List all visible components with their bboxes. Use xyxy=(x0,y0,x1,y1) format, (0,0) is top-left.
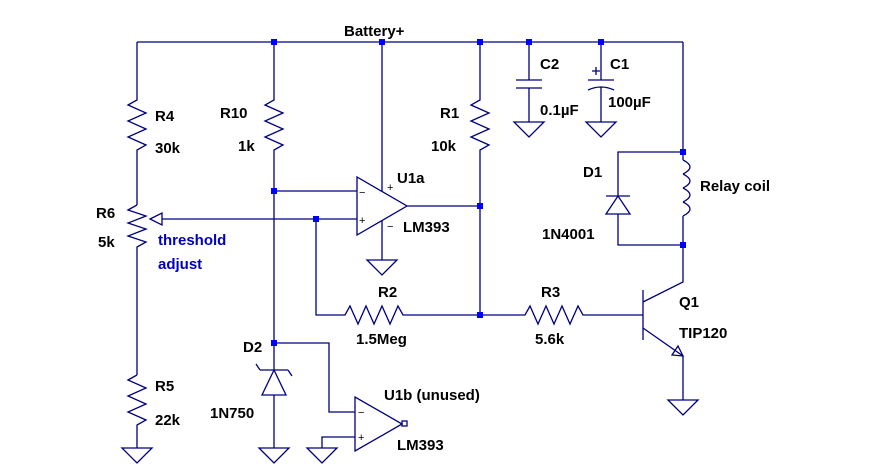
junction xyxy=(598,39,604,45)
resistor-r10 xyxy=(263,42,285,343)
junction xyxy=(379,39,385,45)
r4-ref: R4 xyxy=(155,108,175,125)
r2-value: 1.5Meg xyxy=(356,331,407,348)
junction-dots xyxy=(271,39,686,346)
transistor-q1 xyxy=(642,268,700,416)
relay-coil-label: Relay coil xyxy=(700,178,770,195)
r2-ref: R2 xyxy=(378,284,397,301)
d2-ref: D2 xyxy=(243,339,262,356)
junction xyxy=(477,39,483,45)
threshold-annotation-line1: threshold xyxy=(158,232,226,249)
d2-value: 1N750 xyxy=(210,405,254,422)
u1a-gnd-minus-mark: − xyxy=(387,221,393,233)
zener-d2 xyxy=(255,343,293,464)
resistor-r4 xyxy=(126,42,148,205)
r10-value: 1k xyxy=(238,138,255,155)
capacitor-c2 xyxy=(512,42,546,138)
c2-value: 0.1µF xyxy=(540,102,579,119)
comparator-u1a xyxy=(316,42,480,276)
potentiometer-r6 xyxy=(126,204,316,375)
c1-value: 100µF xyxy=(608,94,651,111)
r6-value: 5k xyxy=(98,234,115,251)
u1a-noninv-mark: + xyxy=(359,215,365,227)
resistor-r2 xyxy=(315,219,480,326)
junction xyxy=(271,39,277,45)
q1-value: TIP120 xyxy=(679,325,727,342)
junction xyxy=(526,39,532,45)
battery-net-label: Battery+ xyxy=(344,23,405,40)
c2-ref: C2 xyxy=(540,56,559,73)
q1-ref: Q1 xyxy=(679,294,699,311)
d1-value: 1N4001 xyxy=(542,226,595,243)
r4-value: 30k xyxy=(155,140,181,157)
r5-ref: R5 xyxy=(155,378,174,395)
u1a-inv-mark: − xyxy=(359,187,365,199)
wire-zener-to-u1b xyxy=(274,342,355,413)
junction xyxy=(680,242,686,248)
r10-ref: R10 xyxy=(220,105,248,122)
u1b-ref: U1b (unused) xyxy=(384,387,480,404)
c1-ref: C1 xyxy=(610,56,629,73)
threshold-annotation-line2: adjust xyxy=(158,256,202,273)
comparator-u1b xyxy=(305,395,408,464)
u1a-vcc-plus-mark: + xyxy=(387,182,393,194)
junction xyxy=(477,203,483,209)
junction xyxy=(313,216,319,222)
d1-ref: D1 xyxy=(583,164,602,181)
u1b-value: LM393 xyxy=(397,437,444,454)
junction xyxy=(271,340,277,346)
r1-ref: R1 xyxy=(440,105,459,122)
r6-ref: R6 xyxy=(96,205,115,222)
capacitor-c1 xyxy=(584,42,618,138)
relay-coil xyxy=(682,42,691,268)
junction xyxy=(680,149,686,155)
resistor-r5 xyxy=(120,374,154,464)
u1a-value: LM393 xyxy=(403,219,450,236)
resistor-r1 xyxy=(469,42,491,315)
diode-d1 xyxy=(604,151,683,246)
r5-value: 22k xyxy=(155,412,181,429)
junction xyxy=(271,188,277,194)
r3-ref: R3 xyxy=(541,284,560,301)
u1b-inv-mark: − xyxy=(358,407,364,419)
u1b-noninv-mark: + xyxy=(358,432,364,444)
r3-value: 5.6k xyxy=(535,331,565,348)
junction xyxy=(477,312,483,318)
r1-value: 10k xyxy=(431,138,457,155)
resistor-r3 xyxy=(480,304,643,326)
u1a-ref: U1a xyxy=(397,170,425,187)
